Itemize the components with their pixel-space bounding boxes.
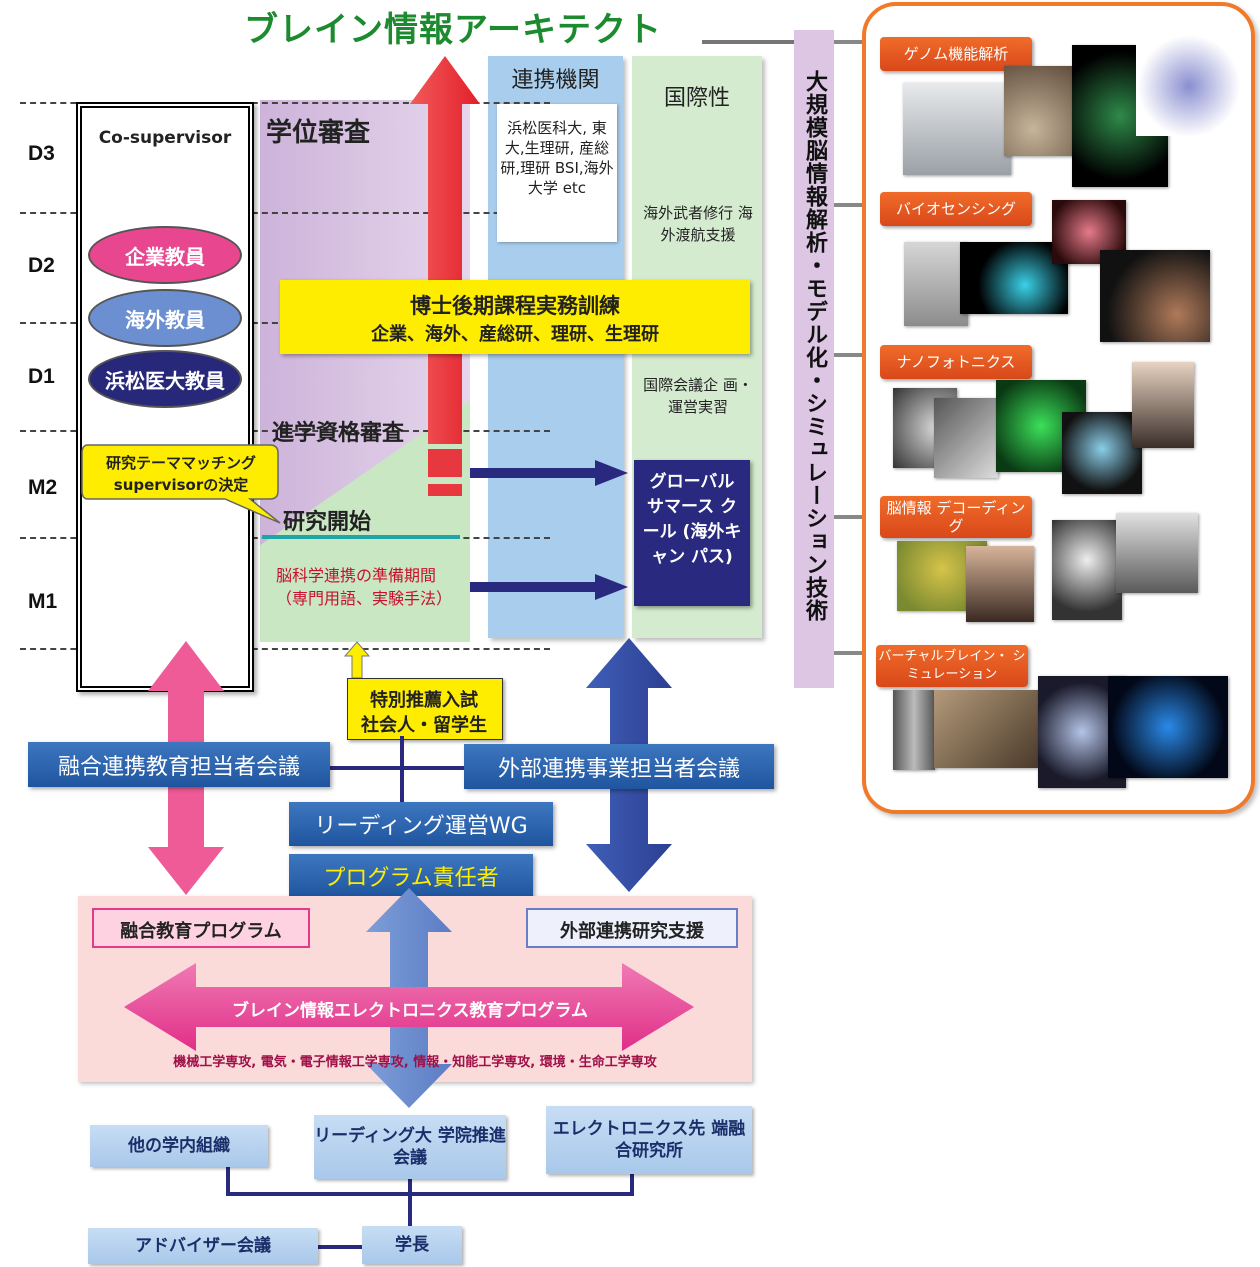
level-line — [20, 430, 550, 432]
technique-tag-decoding: 脳情報 デコーディング — [880, 496, 1032, 538]
digital-brain-photo — [1108, 676, 1228, 778]
intl-item-1: 海外武者修行 海外渡航支援 — [643, 204, 753, 244]
diagram-title: ブレイン情報アーキテクト — [244, 10, 662, 50]
exoskeleton-demo-photo — [1116, 513, 1198, 593]
hamamatsu-faculty-oval: 浜松医大教員 — [88, 350, 242, 408]
fusion-program-box — [92, 908, 310, 948]
corporate-faculty-oval: 企業教員 — [88, 226, 242, 284]
leading-council-box: リーディング大 学院推進会議 — [314, 1115, 506, 1179]
governance-line-v — [400, 736, 404, 808]
advisor-meeting-box: アドバイザー会議 — [88, 1228, 318, 1264]
neural-visualization-photo — [1052, 520, 1122, 620]
sensor-chip-photo — [904, 242, 968, 326]
fusion-program-label: 融合教育プログラム — [120, 921, 282, 942]
brain-program-label: ブレイン情報エレクトロニクス教育プログラム — [232, 1001, 588, 1021]
intl-item-2: 国際会議企 画・運営実習 — [643, 376, 753, 416]
fusion-meeting-box: 融合連携教育担当者会議 — [28, 742, 330, 787]
cluster-boards-photo — [934, 690, 1038, 768]
hologram-head-photo — [1062, 412, 1142, 494]
technique-tag-genome: ゲノム機能解析 — [880, 37, 1032, 71]
external-support-label: 外部連携研究支援 — [560, 921, 704, 942]
yellow-up-arrow — [343, 641, 371, 679]
vertical-label: 大規模脳情報解析・モデル化・シミュレーション技術 — [802, 70, 827, 622]
person-with-glasses-photo — [1132, 362, 1194, 448]
pipette-photo — [1004, 66, 1076, 156]
bci-user-photo — [966, 546, 1034, 622]
pink-horizontal-arrow — [124, 963, 694, 1051]
leading-wg-box: リーディング運営WG — [289, 802, 553, 846]
level-line — [20, 212, 550, 214]
server-rack-photo — [893, 690, 935, 770]
red-up-arrow — [410, 56, 480, 496]
callout-bubble — [81, 444, 281, 524]
tick — [834, 203, 864, 207]
departments-label: 機械工学専攻, 電気・電子情報工学専攻, 情報・知能工学専攻, 環境・生命工学専… — [173, 1055, 657, 1070]
degree-review-label: 学位審査 — [266, 118, 371, 148]
co-supervisor-label: Co-supervisor — [98, 128, 232, 148]
prep-period-label: 脳科学連携の準備期間（専門用語、実験手法） — [276, 566, 453, 608]
technique-tag-nanophotonics: ナノフォトニクス — [880, 345, 1032, 379]
external-meeting-box: 外部連携事業担当者会議 — [464, 744, 774, 789]
tick — [834, 651, 864, 655]
technique-tag-virtual-brain: バーチャルブレイン・ シミュレーション — [876, 645, 1028, 687]
intl-header: 国際性 — [663, 86, 730, 111]
external-support-box — [526, 908, 738, 948]
connector-line — [702, 40, 794, 44]
tick — [834, 515, 864, 519]
special-entrance-line2: 社会人・留学生 — [361, 715, 487, 736]
chip-brain-photo — [1100, 250, 1210, 342]
special-entrance-box — [347, 678, 503, 740]
bottom-line-v3 — [408, 1178, 412, 1228]
level-d2: D2 — [28, 254, 55, 277]
partner-header: 連携機関 — [511, 68, 600, 93]
level-d1: D1 — [28, 365, 55, 388]
president-box: 学長 — [362, 1226, 462, 1264]
doctoral-training-sub: 企業、海外、産総研、理研、生理研 — [371, 324, 659, 345]
callout-text-2: supervisorの決定 — [113, 476, 249, 494]
summer-school-text: グローバル サマース クール (海外キャン パス) — [642, 472, 742, 567]
tick — [834, 353, 864, 357]
bottom-line-h2 — [318, 1245, 362, 1249]
partner-list: 浜松医科大, 東大,生理研, 産総研,理研 BSI,海外大学 etc — [500, 119, 614, 197]
protein-structure-photo — [1136, 36, 1242, 136]
bottom-line-h — [226, 1192, 634, 1196]
research-start-label: 研究開始 — [283, 510, 372, 535]
level-line — [20, 648, 550, 650]
level-m1: M1 — [28, 590, 58, 613]
special-entrance-line1: 特別推薦入試 — [370, 690, 478, 711]
partner-list-box — [497, 104, 617, 242]
bottom-line-v2 — [630, 1170, 634, 1194]
lab-equipment-photo — [903, 83, 1011, 175]
level-m2: M2 — [28, 476, 58, 499]
arrow-to-summer-school-lower — [470, 574, 628, 600]
overseas-faculty-oval: 海外教員 — [88, 289, 242, 347]
summer-school-box — [634, 460, 750, 606]
other-org-box: 他の学内組織 — [90, 1125, 268, 1167]
light-sensor-photo — [960, 242, 1068, 314]
electronics-inst-box: エレクトロニクス先 端融合研究所 — [546, 1106, 752, 1174]
doctoral-training-box — [280, 280, 750, 354]
doctoral-training-title: 博士後期課程実務訓練 — [410, 294, 620, 318]
arrow-to-summer-school-upper — [470, 460, 628, 486]
tick — [834, 40, 864, 44]
entry-review-label: 進学資格審査 — [272, 421, 405, 446]
callout-text-1: 研究テーママッチング — [105, 454, 256, 472]
level-line — [20, 102, 550, 104]
vertical-label-box — [794, 30, 834, 688]
nano-surface-photo-2 — [934, 398, 998, 478]
bottom-line-v1 — [226, 1164, 230, 1194]
technique-tag-biosensing: バイオセンシング — [880, 192, 1032, 226]
teal-line — [262, 535, 460, 539]
level-d3: D3 — [28, 142, 55, 165]
